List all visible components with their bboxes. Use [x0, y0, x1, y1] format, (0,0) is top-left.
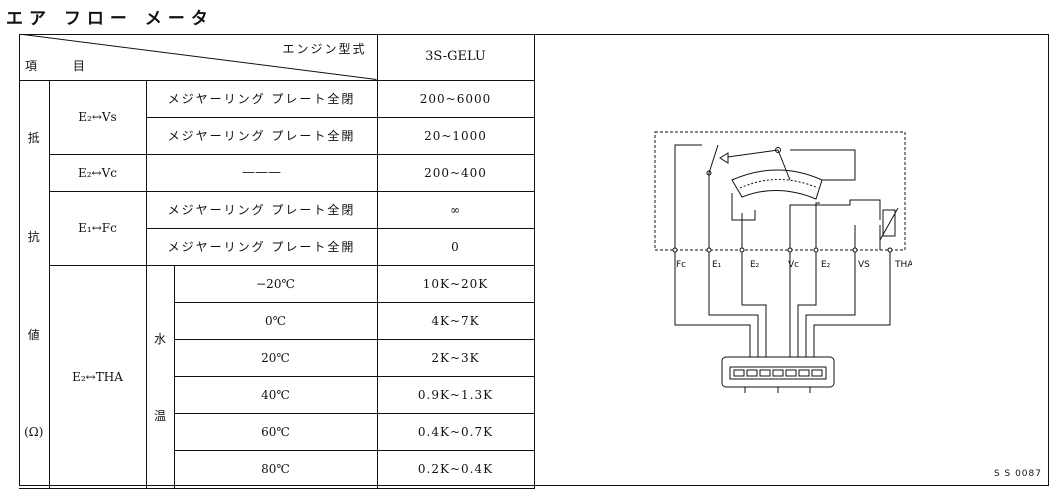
- condition-cell: メジヤーリング プレート全開: [145, 227, 378, 266]
- pin-label: Vc: [788, 260, 799, 270]
- header-model: 3S-GELU: [376, 34, 535, 81]
- value-cell: 200~6000: [376, 79, 535, 118]
- temp-cell: 40℃: [173, 375, 378, 414]
- reference-code: S S 0087: [993, 469, 1042, 479]
- resistance-table: エンジン型式 項 目 3S-GELU 抵 抗 値 (Ω) E₂↔Vs メジヤーリ…: [19, 34, 535, 489]
- pin-label: Fc: [676, 260, 686, 270]
- value-cell: 0.4K~0.7K: [376, 412, 535, 451]
- value-cell: 0: [376, 227, 535, 266]
- header-item-label: 項 目: [25, 58, 101, 73]
- temp-cell: 80℃: [173, 449, 378, 489]
- value-cell: 20~1000: [376, 116, 535, 155]
- condition-cell: メジヤーリング プレート全閉: [145, 79, 378, 118]
- pair-e2-vs: E₂↔Vs: [48, 79, 147, 155]
- pair-e1-fc: E₁↔Fc: [48, 190, 147, 266]
- air-flow-meter-circuit-diagram: Fc E₁ E₂ Vc E₂ VS THA: [654, 131, 912, 393]
- value-cell: 2K~3K: [376, 338, 535, 377]
- table-header-diagonal: エンジン型式 項 目: [19, 34, 378, 81]
- value-cell: 10K~20K: [376, 264, 535, 303]
- water-temp-char: 温: [153, 408, 166, 423]
- category-char: 抗: [27, 229, 40, 244]
- pin-label: E₁: [712, 260, 722, 270]
- pair-e2-tha: E₂↔THA: [48, 264, 147, 489]
- temp-cell: −20℃: [173, 264, 378, 303]
- pin-label: E₂: [821, 260, 831, 270]
- water-temp-char: 水: [153, 331, 166, 346]
- category-unit: (Ω): [24, 424, 44, 439]
- header-diagonal-line: [19, 34, 376, 79]
- category-cell: 抵 抗 値 (Ω): [19, 79, 50, 489]
- temp-cell: 0℃: [173, 301, 378, 340]
- pin-label: E₂: [750, 260, 760, 270]
- pair-e2-vc: E₂↔Vc: [48, 153, 147, 192]
- pin-label: VS: [858, 260, 870, 270]
- condition-cell: ———: [145, 153, 378, 192]
- value-cell: 0.9K~1.3K: [376, 375, 535, 414]
- value-cell: ∞: [376, 190, 535, 229]
- value-cell: 4K~7K: [376, 301, 535, 340]
- connector-body: [721, 356, 835, 388]
- pin-label: THA: [894, 260, 912, 270]
- water-temp-cell: 水 温: [145, 264, 175, 489]
- potentiometer-arc: [731, 169, 823, 200]
- category-char: 値: [27, 328, 40, 343]
- value-cell: 200~400: [376, 153, 535, 192]
- header-engine-model-label: エンジン型式: [282, 42, 367, 56]
- temp-cell: 20℃: [173, 338, 378, 377]
- frame-divider: [534, 34, 535, 486]
- value-cell: 0.2K~0.4K: [376, 449, 535, 489]
- housing-outline: [654, 131, 906, 251]
- category-char: 抵: [27, 131, 40, 146]
- page-title: エア フロー メータ: [6, 9, 214, 29]
- thermistor: [882, 209, 896, 237]
- condition-cell: メジヤーリング プレート全閉: [145, 190, 378, 229]
- condition-cell: メジヤーリング プレート全開: [145, 116, 378, 155]
- temp-cell: 60℃: [173, 412, 378, 451]
